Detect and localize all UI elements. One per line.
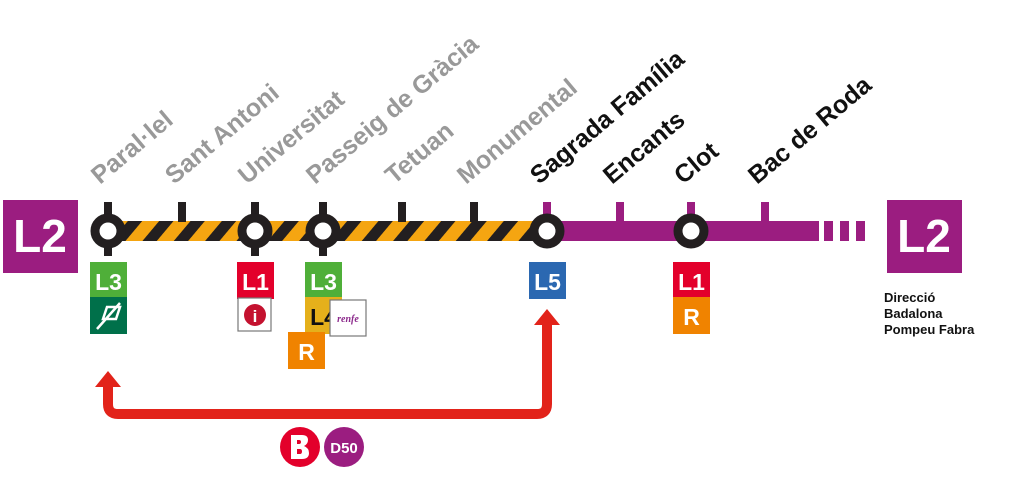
line-badge-label: L1 bbox=[678, 269, 705, 295]
station-4: Tetuan bbox=[380, 117, 459, 222]
line-badge-left-bg bbox=[3, 200, 78, 273]
bus-d50-badge bbox=[324, 427, 364, 467]
line-badge-left: L2 bbox=[3, 200, 78, 273]
connection-info-icon: i bbox=[237, 297, 272, 332]
station-tick bbox=[251, 202, 259, 222]
dash bbox=[824, 221, 833, 241]
line-badge-left-label: L2 bbox=[13, 210, 67, 262]
station-tick bbox=[616, 202, 624, 222]
funicular-icon bbox=[96, 302, 122, 330]
line-badge-bg bbox=[673, 262, 710, 299]
bus-b-glyph bbox=[291, 435, 309, 459]
station-tick bbox=[319, 202, 327, 222]
station-tick bbox=[470, 202, 478, 222]
arrow-head-up-left bbox=[95, 371, 121, 394]
line-badge-bg bbox=[237, 262, 274, 299]
line-badge-label: L3 bbox=[95, 269, 122, 295]
connection-l3: L3 bbox=[305, 262, 342, 299]
station-label: Clot bbox=[669, 136, 725, 189]
connection-l3: L3 bbox=[90, 262, 127, 299]
bus-d50-label: D50 bbox=[330, 440, 358, 457]
line-continuation-dashes bbox=[824, 221, 865, 241]
connection-l1: L1 bbox=[673, 262, 710, 299]
arrow-path bbox=[103, 322, 552, 419]
interchange-marker bbox=[237, 213, 273, 249]
station-label: Bac de Roda bbox=[743, 70, 878, 189]
station-9: Bac de Roda bbox=[743, 70, 878, 222]
line-badge-label: R bbox=[683, 304, 700, 330]
alternative-route-arrow bbox=[95, 309, 560, 419]
destination-line-1: Direcció bbox=[884, 290, 936, 305]
destination-line-2: Badalona bbox=[884, 306, 943, 321]
line-badge-bg bbox=[673, 297, 710, 334]
connection-r: R bbox=[288, 332, 325, 369]
info-glyph: i bbox=[253, 307, 258, 326]
station-tick bbox=[543, 202, 551, 222]
connection-funicular-icon bbox=[90, 297, 127, 334]
interchange-marker bbox=[305, 213, 341, 249]
interchange-marker bbox=[673, 213, 709, 249]
connection-renfe-logo: renfe bbox=[329, 299, 367, 337]
renfe-logo: renfe bbox=[337, 314, 359, 325]
arrow-head-up-right bbox=[534, 309, 560, 332]
station-tick bbox=[178, 202, 186, 222]
connection-l5: L5 bbox=[529, 262, 566, 299]
line-badge-bg bbox=[529, 262, 566, 299]
destination-line-3: Pompeu Fabra bbox=[884, 322, 975, 337]
line-badge-right-bg bbox=[887, 200, 962, 273]
line-badge-label: L1 bbox=[242, 269, 269, 295]
line-badge-label: L3 bbox=[310, 269, 337, 295]
bus-services: D50 bbox=[280, 427, 364, 467]
connection-l1: L1 bbox=[237, 262, 274, 299]
station-tick bbox=[687, 202, 695, 222]
dash bbox=[856, 221, 865, 241]
info-icon bbox=[244, 304, 266, 326]
line-badge-label: R bbox=[298, 339, 315, 365]
line-badge-right: L2 bbox=[887, 200, 962, 273]
line-badge-bg bbox=[305, 262, 342, 299]
connection-r: R bbox=[673, 297, 710, 334]
interchange-marker bbox=[529, 213, 565, 249]
station-label: Paral·lel bbox=[86, 106, 179, 190]
line-badge-right-label: L2 bbox=[897, 210, 951, 262]
station-tick bbox=[761, 202, 769, 222]
destination-text: Direcció Badalona Pompeu Fabra bbox=[884, 290, 974, 338]
interchange-marker bbox=[90, 213, 126, 249]
station-tick bbox=[398, 202, 406, 222]
line-badge-label: L5 bbox=[534, 269, 561, 295]
renfe-box bbox=[329, 299, 367, 337]
dash bbox=[840, 221, 849, 241]
line-badge-bg bbox=[288, 332, 325, 369]
line-badge-bg bbox=[90, 262, 127, 299]
station-tick bbox=[104, 202, 112, 222]
